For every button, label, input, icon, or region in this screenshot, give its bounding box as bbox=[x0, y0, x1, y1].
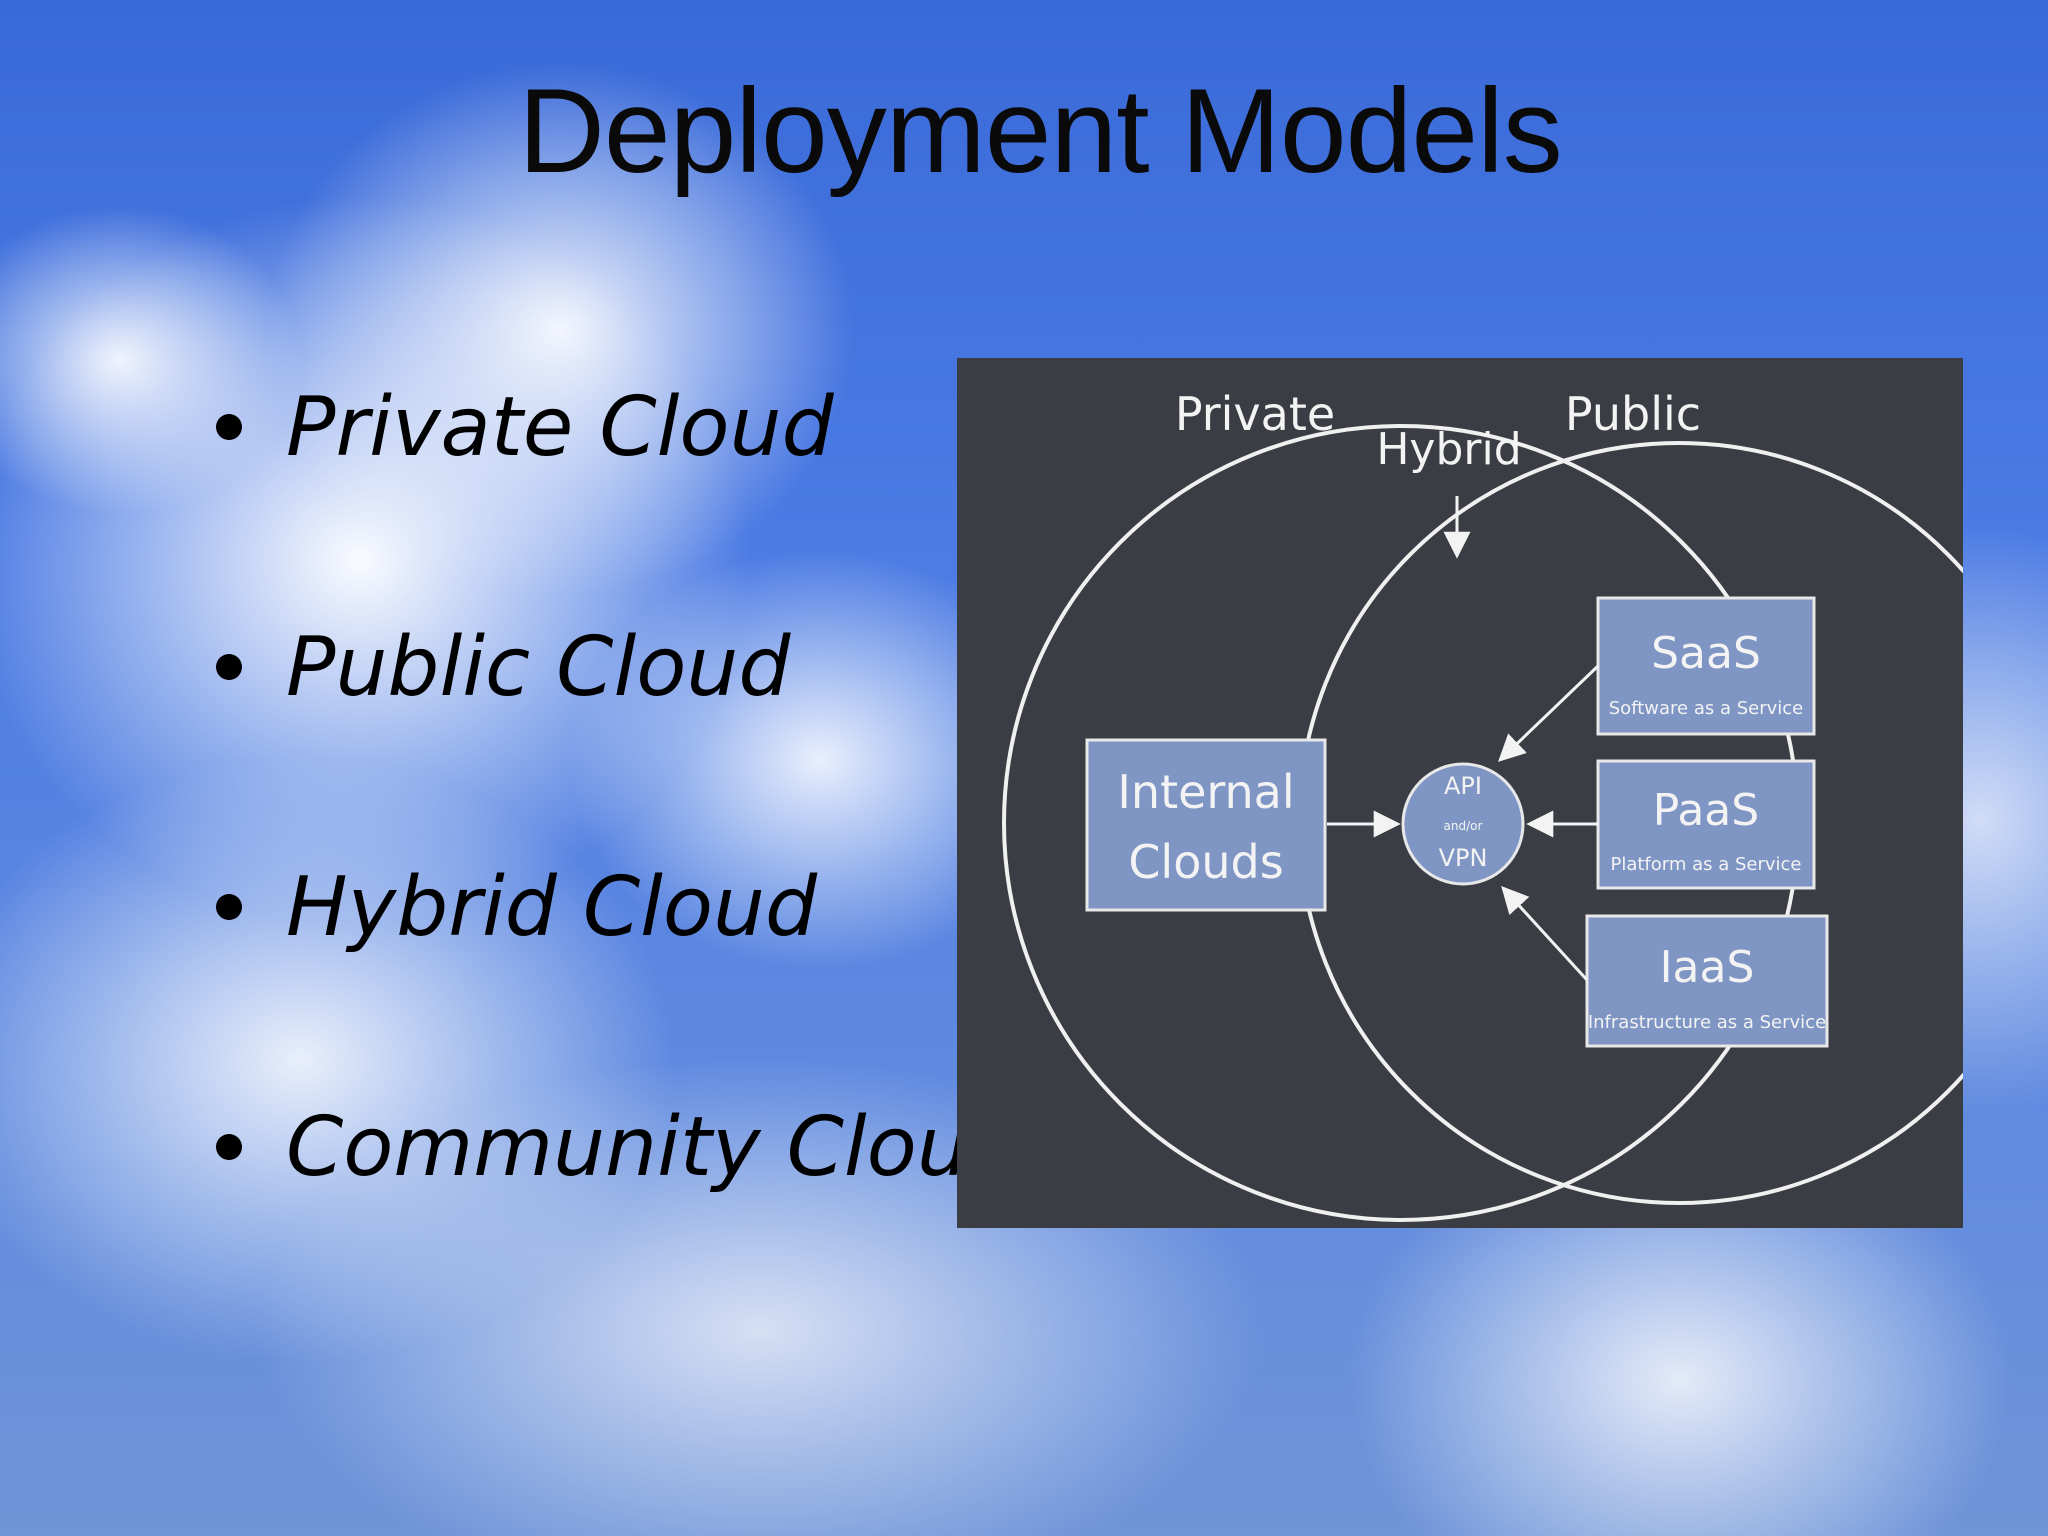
paas-desc: Platform as a Service bbox=[1610, 854, 1801, 875]
saas-box bbox=[1596, 596, 1816, 736]
bullet-label: Community Cloud bbox=[286, 1100, 1021, 1195]
hub-line3: VPN bbox=[1439, 844, 1488, 872]
internal-clouds-box bbox=[1085, 738, 1327, 912]
bullet-list: Private Cloud Public Cloud Hybrid Cloud … bbox=[210, 380, 1021, 1340]
iaas-box bbox=[1585, 914, 1829, 1048]
bullet-item: Public Cloud bbox=[210, 620, 1021, 860]
iaas-desc: Infrastructure as a Service bbox=[1588, 1012, 1826, 1033]
hub-line1: API bbox=[1444, 772, 1482, 800]
slide-title: Deployment Models bbox=[518, 64, 1563, 198]
bullet-label: Private Cloud bbox=[286, 380, 834, 475]
bullet-item: Hybrid Cloud bbox=[210, 860, 1021, 1100]
paas-box bbox=[1596, 759, 1816, 890]
iaas-name: IaaS bbox=[1660, 942, 1755, 993]
internal-clouds-line1: Internal bbox=[1117, 765, 1294, 819]
bullet-dot bbox=[216, 1134, 242, 1160]
internal-clouds-line2: Clouds bbox=[1128, 835, 1283, 889]
bullet-label: Hybrid Cloud bbox=[286, 860, 818, 955]
bullet-dot bbox=[216, 654, 242, 680]
bullet-item: Community Cloud bbox=[210, 1100, 1021, 1340]
bullet-label: Public Cloud bbox=[286, 620, 791, 715]
hub-line2: and/or bbox=[1444, 819, 1483, 833]
deployment-diagram: Private Hybrid Public Internal Clouds AP… bbox=[957, 358, 1963, 1228]
saas-name: SaaS bbox=[1651, 628, 1761, 679]
api-vpn-hub bbox=[1401, 762, 1525, 886]
private-label: Private bbox=[1175, 387, 1335, 441]
iaas-to-hub-arrow bbox=[1501, 886, 1589, 982]
bullet-item: Private Cloud bbox=[210, 380, 1021, 620]
hybrid-label: Hybrid bbox=[1376, 424, 1521, 475]
venn-diagram-svg: Private Hybrid Public Internal Clouds AP… bbox=[957, 358, 1963, 1228]
saas-desc: Software as a Service bbox=[1609, 698, 1803, 719]
bullet-dot bbox=[216, 414, 242, 440]
public-label: Public bbox=[1565, 387, 1701, 441]
bullet-dot bbox=[216, 894, 242, 920]
saas-to-hub-arrow bbox=[1498, 664, 1600, 762]
paas-name: PaaS bbox=[1653, 785, 1759, 836]
